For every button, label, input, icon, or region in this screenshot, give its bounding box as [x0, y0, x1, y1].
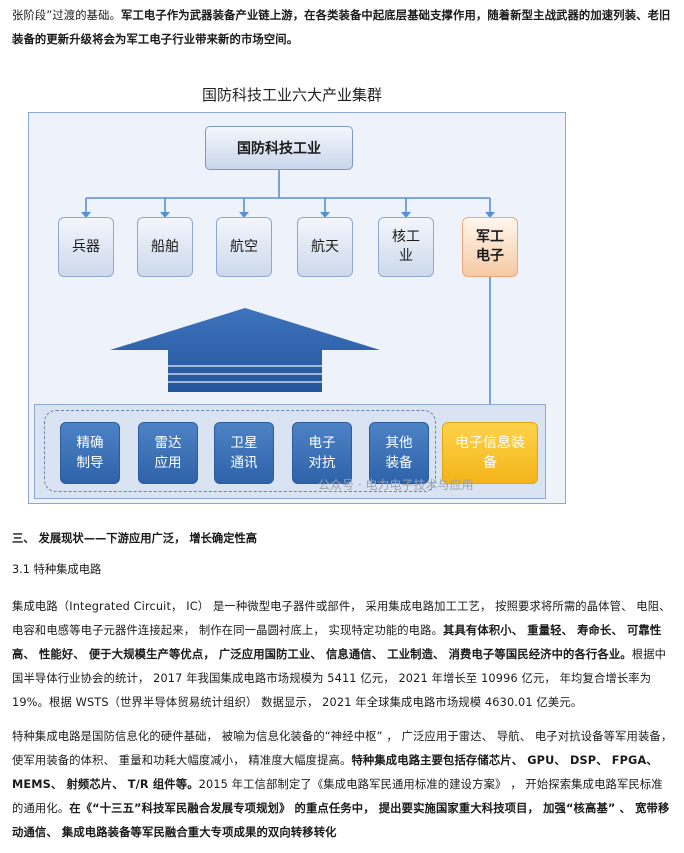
intro-text: 张阶段”过渡的基础。	[12, 9, 122, 22]
application-group-outline	[44, 410, 436, 492]
industry-node: 航天	[297, 217, 353, 277]
industry-node: 船舶	[137, 217, 193, 277]
ic-paragraph: 集成电路（Integrated Circuit， IC） 是一种微型电子器件或部…	[12, 595, 674, 715]
industry-cluster-diagram: 国防科技工业六大产业集群 国防科技工业 兵器 船舶 航空 航天 核工业 军工电	[12, 78, 572, 514]
application-node: 雷达应用	[138, 422, 198, 484]
electronic-info-equipment-node: 电子信息装备	[442, 422, 538, 484]
application-node: 电子对抗	[292, 422, 352, 484]
industry-node: 核工业	[378, 217, 434, 277]
intro-paragraph: 张阶段”过渡的基础。军工电子作为武器装备产业链上游，在各类装备中起底层基础支撑作…	[12, 4, 674, 52]
special-ic-policy-text: 2015 年工信部制定了《集成电路军民通用标准的建设方案》 ， 开始探索集成电路…	[12, 778, 663, 815]
watermark: 公众号 · 电力电子技术与应用	[318, 478, 474, 492]
industry-node-military-electronics: 军工电子	[462, 217, 518, 277]
application-node: 其他装备	[369, 422, 429, 484]
diagram-title: 国防科技工业六大产业集群	[201, 86, 382, 104]
section-heading: 三、 发展现状——下游应用广泛， 增长确定性高	[12, 532, 258, 545]
special-ic-plan-text: 在《“十三五”科技军民融合发展专项规划》 的重点任务中， 提出要实施国家重大科技…	[12, 802, 670, 839]
application-node: 卫星通讯	[214, 422, 274, 484]
ic-bold-text: 其具有体积小、 重量轻、 寿命长、 可靠性高、 性能好、 便于大规模生产等优点，…	[12, 624, 662, 661]
application-node: 精确制导	[60, 422, 120, 484]
special-ic-paragraph: 特种集成电路是国防信息化的硬件基础， 被喻为信息化装备的“神经中枢” ， 广泛应…	[12, 725, 674, 845]
special-ic-text: 特种集成电路是国防信息化的硬件基础， 被喻为信息化装备的“神经中枢” ， 广泛应…	[12, 730, 673, 767]
special-ic-bold-text: 特种集成电路主要包括存储芯片、 GPU、 DSP、 FPGA、 MEMS、 射频…	[12, 754, 658, 791]
up-arrow-icon	[110, 308, 380, 392]
intro-bold-text: 军工电子作为武器装备产业链上游，在各类装备中起底层基础支撑作用，随着新型主战武器…	[12, 9, 671, 46]
ic-text: 集成电路（Integrated Circuit， IC） 是一种微型电子器件或部…	[12, 600, 671, 637]
industry-node: 航空	[216, 217, 272, 277]
subsection-heading: 3.1 特种集成电路	[12, 563, 102, 576]
ic-stats-text: 根据中国半导体行业协会的统计， 2017 年我国集成电路市场规模为 5411 亿…	[12, 648, 667, 709]
root-node: 国防科技工业	[205, 126, 353, 170]
industry-node: 兵器	[58, 217, 114, 277]
